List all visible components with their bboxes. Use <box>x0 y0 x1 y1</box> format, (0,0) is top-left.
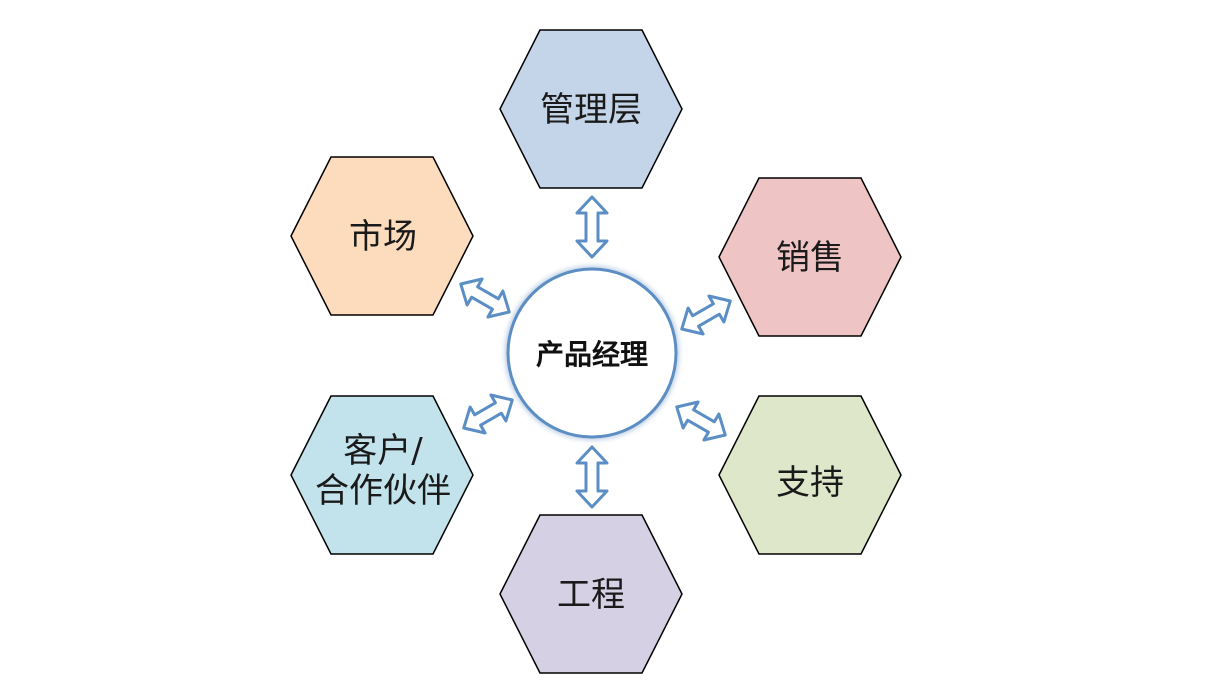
hexagon-sales <box>718 177 902 337</box>
center-label: 产品经理 <box>536 338 648 371</box>
node-sales: 销售 <box>718 177 902 337</box>
double-arrow-icon <box>459 277 511 319</box>
double-arrow-icon <box>462 393 514 435</box>
node-label-management: 管理层 <box>540 90 642 130</box>
arrow-to-sales <box>680 294 732 336</box>
node-label-customer-line1: 客户/ <box>343 431 423 471</box>
arrow-to-engineering <box>575 445 609 509</box>
node-customer-partner: 客户/ 合作伙伴 <box>290 395 474 555</box>
hexagon-customer-partner <box>290 395 474 555</box>
hexagon-market <box>290 156 474 316</box>
hexagon-support <box>718 395 902 555</box>
double-arrow-icon <box>680 294 732 336</box>
node-label-support: 支持 <box>776 463 844 503</box>
arrow-to-support <box>675 400 727 442</box>
node-market: 市场 <box>290 156 474 316</box>
node-label-customer-line2: 合作伙伴 <box>315 471 451 511</box>
node-label-engineering: 工程 <box>557 575 625 615</box>
node-label-sales: 销售 <box>776 238 844 278</box>
node-support: 支持 <box>718 395 902 555</box>
hexagon-engineering <box>499 514 683 674</box>
hexagon-management <box>499 29 683 189</box>
node-engineering: 工程 <box>499 514 683 674</box>
center-circle <box>506 267 678 439</box>
arrow-to-market <box>459 277 511 319</box>
double-arrow-icon <box>575 195 609 259</box>
node-label-market: 市场 <box>349 217 417 257</box>
center-node: 产品经理 <box>506 267 678 439</box>
double-arrow-icon <box>675 400 727 442</box>
arrow-to-customer-partner <box>462 393 514 435</box>
double-arrow-icon <box>575 445 609 509</box>
node-management: 管理层 <box>499 29 683 189</box>
arrow-to-management <box>575 195 609 259</box>
